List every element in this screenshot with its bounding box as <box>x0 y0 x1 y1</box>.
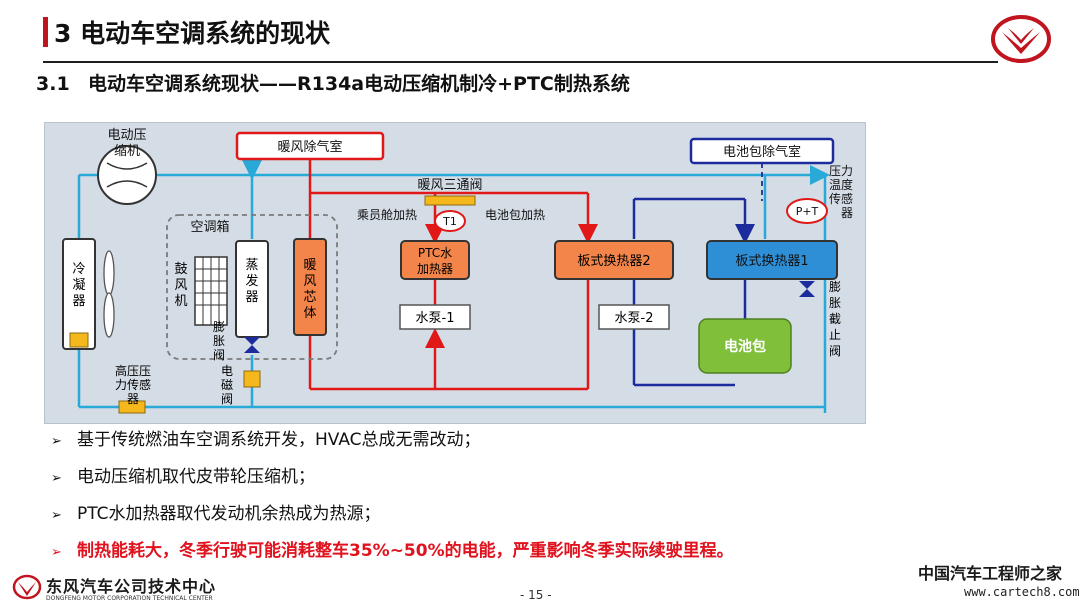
hp-sensor-label-2: 力传感 <box>115 377 151 392</box>
expansion-valve-char-2: 胀 <box>213 334 225 348</box>
ptc-heater-label-1: PTC水 <box>418 246 452 260</box>
bullet-item: ➢ 基于传统燃油车空调系统开发，HVAC总成无需改动； <box>51 430 1011 450</box>
footer-company-logo: 东风汽车公司技术中心 DONGFENG MOTOR CORPORATION TE… <box>10 568 310 608</box>
water-pump-1 <box>399 304 471 330</box>
subtitle-text: 电动车空调系统现状——R134a电动压缩机制冷+PTC制热系统 <box>88 73 630 95</box>
condenser-fan-icon <box>103 250 115 338</box>
footer-company-name: 东风汽车公司技术中心 <box>46 577 217 596</box>
bullet-item: ➢ PTC水加热器取代发动机余热成为热源； <box>51 504 1011 524</box>
battery-defrost-room-label: 电池包除气室 <box>723 144 801 160</box>
title-bar: 3 电动车空调系统的现状 <box>0 0 1080 66</box>
subtitle-number: 3.1 <box>36 73 70 95</box>
title-accent-bar <box>43 17 48 47</box>
pt-sensor-label-1: 压力 <box>829 164 853 178</box>
pump-2-label: 水泵-2 <box>615 311 654 326</box>
evaporator-char-1: 蒸 <box>245 258 258 273</box>
dashed-defrost-lines <box>166 159 763 360</box>
water-pump-2 <box>598 304 670 330</box>
solenoid-valve-char-3: 阀 <box>221 392 233 406</box>
bullet-text: 基于传统燃油车空调系统开发，HVAC总成无需改动； <box>77 430 481 450</box>
heater-core-char-4: 体 <box>303 306 316 321</box>
section-subtitle: 3.1 电动车空调系统现状——R134a电动压缩机制冷+PTC制热系统 <box>36 69 630 96</box>
blower-char-1: 鼓 <box>174 262 187 277</box>
expansion-stop-valve-char-3: 截 <box>829 312 841 326</box>
condenser-char-2: 凝 <box>72 277 85 293</box>
bullet-arrow-icon: ➢ <box>51 545 62 560</box>
bullet-list: ➢ 基于传统燃油车空调系统开发，HVAC总成无需改动； ➢ 电动压缩机取代皮带轮压缩… <box>51 430 1011 578</box>
bullet-item-highlight: ➢ 制热能耗大，冬季行驶可能消耗整车35%~50%的电能，严重影响冬季实际续驶里程… <box>51 541 1011 561</box>
solenoid-valve <box>243 370 261 388</box>
pt-sensor-icon <box>786 198 828 224</box>
bullet-arrow-icon: ➢ <box>51 471 62 486</box>
evaporator <box>235 240 269 338</box>
expansion-stop-valve-char-5: 阀 <box>829 344 841 358</box>
watermark-chinese: 中国汽车工程师之家 <box>918 564 1063 583</box>
compressor-icon <box>97 145 157 205</box>
solenoid-valve-char-2: 磁 <box>221 377 233 392</box>
ptc-water-heater <box>400 240 470 280</box>
plate-hx2-label: 板式换热器2 <box>577 254 650 269</box>
page-number: - 15 - <box>520 588 552 602</box>
bullet-arrow-icon: ➢ <box>51 508 62 523</box>
pt-sensor-label-3: 传感 <box>829 191 853 206</box>
bullet-text: 电动压缩机取代皮带轮压缩机； <box>77 467 315 487</box>
expansion-stop-valve-char-2: 胀 <box>829 296 841 310</box>
plate-heat-exchanger-1 <box>706 240 838 280</box>
footer-company-english: DONGFENG MOTOR CORPORATION TECHNICAL CEN… <box>46 595 213 602</box>
bullet-item: ➢ 电动压缩机取代皮带轮压缩机； <box>51 467 1011 487</box>
compressor-label-2: 缩机 <box>114 143 140 159</box>
three-way-valve <box>424 195 476 206</box>
system-diagram-svg: 电动压 缩机 暖风除气室 电池包除气室 压力 温度 传感 器 P+T 暖风三通阀… <box>62 128 853 414</box>
evaporator-char-3: 器 <box>245 290 258 305</box>
battery-pack-label: 电池包 <box>724 338 766 355</box>
hvac-box-label: 空调箱 <box>190 219 229 235</box>
expansion-valve-char-1: 膨 <box>213 320 225 334</box>
high-pressure-sensor <box>118 400 146 414</box>
footer-dongfeng-logo-icon <box>12 574 42 600</box>
battery-heating-label: 电池包加热 <box>485 208 545 222</box>
blower-char-2: 风 <box>174 278 187 293</box>
system-diagram: 电动压 缩机 暖风除气室 电池包除气室 压力 温度 传感 器 P+T 暖风三通阀… <box>44 122 866 424</box>
cabin-heating-label: 乘员舱加热 <box>357 208 417 222</box>
ptc-heater-label-2: 加热器 <box>417 262 453 276</box>
bullet-text: 制热能耗大，冬季行驶可能消耗整车35%~50%的电能，严重影响冬季实际续驶里程。 <box>77 541 734 561</box>
expansion-valve-char-3: 阀 <box>213 348 225 362</box>
pt-sensor-label-4: 器 <box>841 206 853 220</box>
condenser-sensor <box>69 332 89 348</box>
three-way-valve-label: 暖风三通阀 <box>417 178 482 193</box>
battery-pack <box>698 318 792 374</box>
heater-core <box>293 238 327 336</box>
title-divider <box>43 61 998 63</box>
solenoid-valve-char-1: 电 <box>221 364 233 378</box>
watermark-url: www.cartech8.com <box>964 585 1080 599</box>
bullet-text: PTC水加热器取代发动机余热成为热源； <box>77 504 381 524</box>
expansion-stop-valve-char-4: 止 <box>829 328 841 342</box>
heater-defrost-room-label: 暖风除气室 <box>277 139 342 155</box>
plate-hx1-label: 板式换热器1 <box>735 254 808 269</box>
heater-core-char-1: 暖 <box>303 258 316 273</box>
expansion-stop-valve-icon <box>799 281 815 297</box>
pump-1-label: 水泵-1 <box>416 311 455 326</box>
expansion-stop-valve-char-1: 膨 <box>829 280 841 294</box>
blower-char-3: 机 <box>174 294 187 309</box>
dongfeng-logo-icon <box>991 15 1051 63</box>
hp-sensor-label-3: 器 <box>127 392 139 406</box>
heater-core-char-2: 风 <box>303 274 316 289</box>
condenser <box>62 238 96 350</box>
bullet-arrow-icon: ➢ <box>51 434 62 449</box>
expansion-valve-icon <box>244 337 260 353</box>
hp-sensor-label-1: 高压压 <box>115 363 151 378</box>
t1-label: T1 <box>442 215 457 228</box>
compressor-label-1: 电动压 <box>107 128 146 143</box>
t1-sensor-icon <box>434 210 466 232</box>
pt-sensor-label-2: 温度 <box>829 177 853 192</box>
condenser-char-3: 器 <box>72 294 85 309</box>
heater-core-char-3: 芯 <box>303 290 316 305</box>
blower-icon <box>194 256 228 326</box>
condenser-char-1: 冷 <box>72 262 85 277</box>
pt-symbol: P+T <box>796 205 819 218</box>
slide-title: 3 电动车空调系统的现状 <box>54 19 331 48</box>
plate-heat-exchanger-2 <box>554 240 674 280</box>
evaporator-char-2: 发 <box>245 273 258 289</box>
